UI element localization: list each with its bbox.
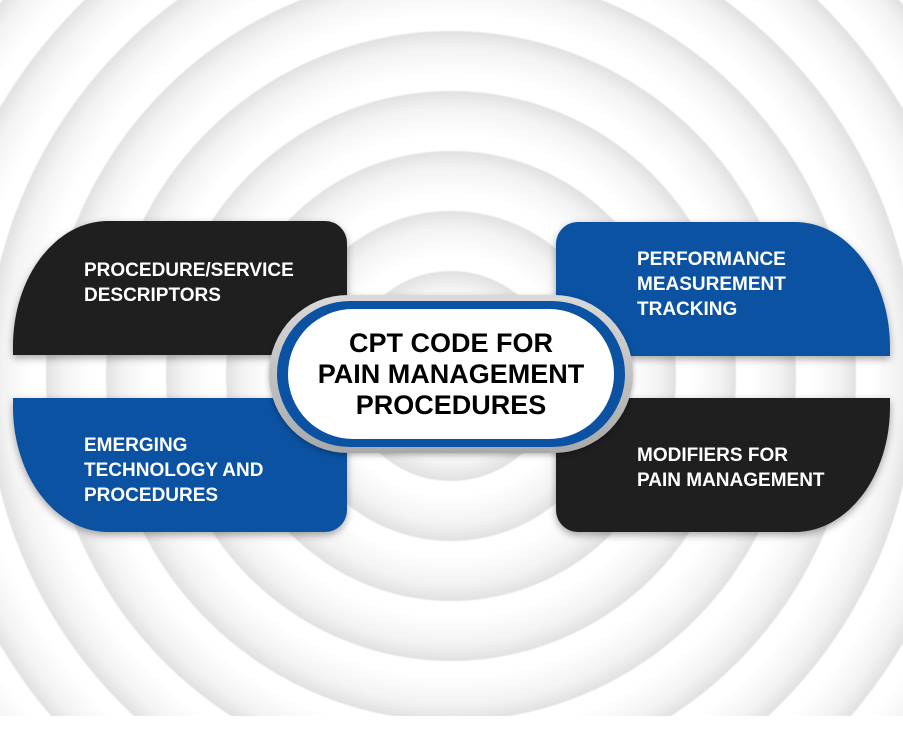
bottom-strip bbox=[0, 716, 903, 733]
label-line: TECHNOLOGY AND bbox=[84, 459, 264, 481]
label-line: TRACKING bbox=[637, 298, 738, 320]
label-line: EMERGING bbox=[84, 434, 188, 456]
title-line: PROCEDURES bbox=[355, 389, 547, 420]
label-line: PROCEDURE/SERVICE bbox=[84, 260, 294, 281]
item-label: MODIFIERS FOR PAIN MANAGEMENT bbox=[637, 443, 825, 493]
item-label: PERFORMANCE MEASUREMENT TRACKING bbox=[637, 247, 786, 322]
label-line: MODIFIERS FOR bbox=[637, 445, 788, 466]
label-line: MEASUREMENT bbox=[637, 273, 786, 295]
label-line: PERFORMANCE bbox=[637, 248, 786, 270]
label-line: PROCEDURES bbox=[84, 484, 219, 506]
item-label: EMERGING TECHNOLOGY AND PROCEDURES bbox=[84, 433, 263, 508]
label-line: PAIN MANAGEMENT bbox=[637, 470, 825, 491]
item-modifiers: MODIFIERS FOR PAIN MANAGEMENT bbox=[556, 398, 890, 532]
label-line: DESCRIPTORS bbox=[84, 285, 221, 306]
item-label: PROCEDURE/SERVICE DESCRIPTORS bbox=[84, 258, 294, 308]
center-title: CPT CODE FOR PAIN MANAGEMENT PROCEDURES bbox=[288, 309, 614, 439]
title-line: PAIN MANAGEMENT bbox=[317, 358, 585, 389]
title-line: CPT CODE FOR bbox=[348, 327, 553, 358]
